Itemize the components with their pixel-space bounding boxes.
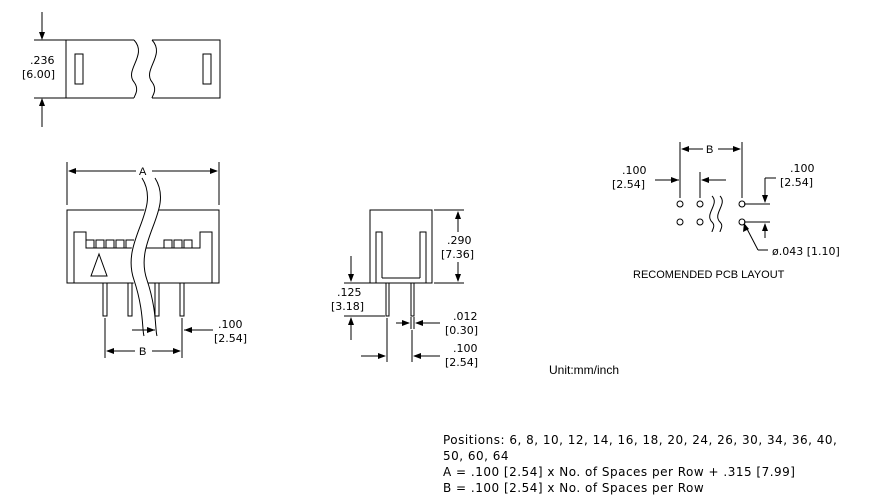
front-view-pitch-mm: [2.54]	[214, 332, 247, 345]
pcb-right-pitch-arrowhead-bottom	[762, 223, 768, 231]
top-view-key-slot-right	[202, 53, 212, 85]
pcb-break-line-right	[717, 195, 723, 233]
top-view-key-slot-left	[74, 53, 84, 85]
pcb-break-line-left	[709, 195, 715, 233]
side-view-width-inch: .012	[453, 310, 478, 323]
side-view-height-arrowhead-top	[455, 211, 461, 219]
top-view-break-line-right	[149, 39, 157, 99]
front-view-a-arrowhead-left	[68, 168, 76, 174]
pcb-right-pitch-arrowhead-top	[762, 195, 768, 203]
pcb-hole	[676, 218, 684, 226]
front-view-contacts	[85, 239, 193, 248]
pcb-diameter-arrowhead	[743, 223, 749, 232]
pcb-dim-b-label: B	[706, 144, 713, 156]
pcb-b-arrowhead-left	[681, 146, 689, 152]
pcb-b-arrowhead-right	[733, 146, 741, 152]
pcb-left-pitch-mm: [2.54]	[612, 178, 645, 191]
side-view-pin-right	[410, 282, 415, 317]
side-view-inner-walls	[375, 231, 427, 283]
positions-line-1: Positions: 6, 8, 10, 12, 14, 16, 18, 20,…	[443, 433, 837, 447]
front-view: A B .100 [2.54]	[66, 162, 247, 358]
side-view-pitch-mm: [2.54]	[445, 356, 478, 369]
side-view-pin-arrowhead-bottom	[348, 317, 354, 325]
side-view-width-arrowhead-left	[402, 320, 410, 326]
front-view-pin-3	[154, 282, 160, 317]
pcb-left-pitch-arrowhead-inner	[701, 177, 709, 183]
front-view-pin-4	[179, 282, 185, 317]
top-view-height-mm: [6.00]	[22, 68, 55, 81]
pcb-right-pitch-mm: [2.54]	[780, 176, 813, 189]
side-view-pitch-inch: .100	[453, 342, 478, 355]
side-view-pin-left	[385, 282, 390, 317]
front-view-b-arrowhead-left	[106, 348, 114, 354]
side-view-pitch-arrowhead-left	[378, 353, 386, 359]
side-view-height-inch: .290	[447, 234, 472, 247]
front-view-b-arrowhead-right	[173, 348, 181, 354]
front-view-break-mask	[130, 174, 161, 339]
side-view-width-arrowhead-right	[415, 320, 423, 326]
side-view: .290 [7.36] .125 [3.18] .012 [0.30] .100…	[331, 209, 478, 369]
pcb-layout-caption: RECOMENDED PCB LAYOUT	[633, 269, 785, 281]
side-view-pin-arrowhead-top	[348, 274, 354, 282]
pcb-hole	[676, 200, 684, 208]
pcb-left-pitch-arrowhead	[671, 177, 679, 183]
front-view-polarization-key	[90, 252, 108, 277]
pcb-hole	[696, 200, 704, 208]
side-view-width-mm: [0.30]	[445, 324, 478, 337]
side-view-height-mm: [7.36]	[441, 248, 474, 261]
positions-line-2: 50, 60, 64	[443, 449, 509, 463]
front-view-a-arrowhead-right	[210, 168, 218, 174]
pcb-hole	[696, 218, 704, 226]
notes: Positions: 6, 8, 10, 12, 14, 16, 18, 20,…	[443, 433, 837, 495]
side-view-pin-length-inch: .125	[337, 286, 362, 299]
pcb-hole	[738, 200, 746, 208]
pcb-hole	[738, 218, 746, 226]
pcb-layout: B .100 [2.54] .100 [2.54] ø.043 [1.1	[612, 142, 840, 281]
top-view-arrowhead-upper	[39, 32, 45, 40]
formula-a: A = .100 [2.54] x No. of Spaces per Row …	[443, 465, 796, 479]
front-view-pitch-arrowhead-left	[147, 327, 155, 333]
front-view-pitch-inch: .100	[218, 318, 243, 331]
pcb-left-pitch-inch: .100	[622, 164, 647, 177]
top-view-arrowhead-lower	[39, 98, 45, 106]
front-view-dim-a-label: A	[139, 166, 147, 178]
unit-label: Unit:mm/inch	[549, 363, 619, 377]
side-view-pitch-arrowhead-right	[413, 353, 421, 359]
pcb-hole-diameter: ø.043 [1.10]	[772, 245, 840, 258]
formula-b: B = .100 [2.54] x No. of Spaces per Row	[443, 481, 704, 495]
front-view-pin-1	[102, 282, 108, 317]
front-view-break-line-left	[130, 177, 148, 337]
top-view: .236 [6.00]	[22, 12, 221, 127]
front-view-break-line-right	[143, 177, 161, 337]
side-view-housing	[369, 209, 433, 284]
front-view-pitch-arrowhead-right	[184, 327, 192, 333]
top-view-break-line-left	[131, 39, 139, 99]
side-view-height-arrowhead-bottom	[455, 274, 461, 282]
side-view-pin-length-mm: [3.18]	[331, 300, 364, 313]
front-view-dim-b-label: B	[139, 346, 146, 358]
top-view-body-left	[65, 39, 134, 99]
front-view-pin-2	[127, 282, 133, 317]
top-view-height-inch: .236	[30, 54, 55, 67]
pcb-right-pitch-inch: .100	[790, 162, 815, 175]
top-view-body-right	[152, 39, 221, 99]
